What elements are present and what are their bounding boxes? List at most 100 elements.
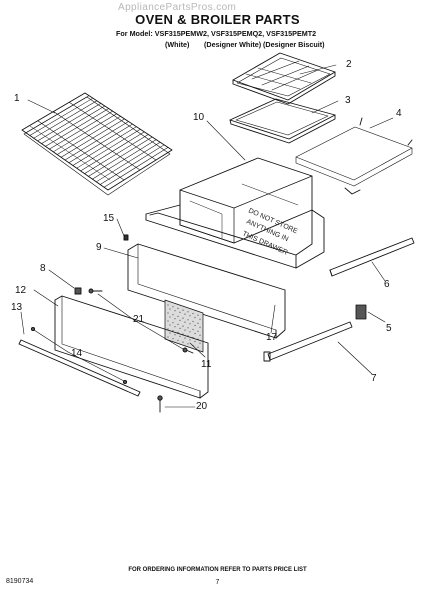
drawer-glide — [355, 304, 367, 320]
model-list: For Model: VSF315PEMW2, VSF315PEMQ2, VSF… — [116, 29, 317, 38]
callout-8: 8 — [40, 263, 46, 274]
insulation-dot — [174, 334, 176, 336]
callout-3: 3 — [345, 95, 351, 106]
insulation-dot — [177, 315, 179, 317]
insulation-dot — [189, 315, 191, 317]
insulation-dot — [189, 339, 191, 341]
insulation-dot — [174, 310, 176, 312]
page-title: OVEN & BROILER PARTS — [135, 12, 300, 27]
rack-crossbar — [53, 111, 141, 171]
insulation-dot — [179, 311, 181, 313]
insulation-dot — [167, 328, 169, 330]
insulation-dot — [197, 322, 199, 324]
insulation-dot — [172, 314, 174, 316]
callout-5: 5 — [386, 323, 392, 334]
insulation-dot — [194, 332, 196, 335]
callout-6: 6 — [384, 279, 390, 290]
insulation-dot — [177, 307, 179, 309]
callout-4: 4 — [396, 108, 402, 119]
insulation-dot — [192, 312, 194, 315]
callout-1: 1 — [14, 93, 20, 104]
color-designer-biscuit-label: (Designer Biscuit) — [263, 40, 325, 49]
drawer-front-panel — [127, 243, 286, 339]
callout-21: 21 — [133, 314, 145, 325]
callout-11: 11 — [201, 359, 212, 370]
callout-20: 20 — [196, 401, 208, 412]
insulation-dot — [174, 326, 176, 328]
insulation-dot — [172, 322, 174, 324]
insulation-dot — [192, 320, 194, 323]
insulation-dot — [199, 342, 201, 344]
insulation-dot — [167, 304, 169, 306]
screw-15 — [123, 234, 129, 241]
leader-lines — [20, 64, 394, 408]
insulation-dot — [167, 320, 169, 322]
insulation-dot — [184, 313, 186, 315]
outer-drawer-front — [54, 295, 209, 399]
insulation-dot — [172, 338, 174, 340]
insulation-dot — [187, 327, 189, 329]
callout-10: 10 — [193, 112, 205, 123]
insulation-dot — [199, 326, 201, 328]
callout-7: 7 — [371, 373, 377, 384]
broiler-drawer-body: DO NOT STORE ANYTHING IN THIS DRAWER — [145, 157, 325, 269]
callout-2: 2 — [346, 59, 352, 70]
insulation-dot — [182, 309, 184, 311]
insulation-dot — [179, 335, 181, 337]
insulation-dot — [187, 343, 189, 345]
insulation-dot — [177, 331, 179, 333]
drawer-slide-lower — [263, 321, 353, 362]
rack-support — [295, 117, 413, 195]
callout-14: 14 — [71, 348, 83, 359]
broiler-pan-grid — [232, 52, 336, 105]
screw-20 — [157, 395, 163, 413]
insulation-dot — [197, 314, 199, 316]
insulation-dot — [197, 346, 199, 348]
insulation-dot — [169, 324, 171, 326]
insulation-dot — [172, 330, 174, 332]
insulation-dot — [177, 339, 179, 341]
insulation-dot — [187, 319, 189, 321]
callout-9: 9 — [96, 242, 102, 253]
rack-crossbar — [68, 101, 157, 161]
insulation-dot — [192, 328, 194, 331]
insulation-dot — [172, 306, 174, 308]
callout-15: 15 — [103, 213, 115, 224]
insulation-dot — [177, 323, 179, 325]
screw-8 — [74, 287, 82, 295]
screws — [30, 234, 194, 413]
page-number: 7 — [215, 579, 220, 586]
drawer-bottom-trim — [18, 339, 141, 397]
insulation-dot — [187, 311, 189, 313]
insulation-dot — [167, 312, 169, 314]
color-designer-white-label: (Designer White) — [204, 40, 262, 49]
exploded-parts-diagram: DO NOT STORE ANYTHING IN THIS DRAWER — [18, 52, 415, 413]
screw-21a — [88, 288, 103, 294]
insulation-dot — [184, 329, 186, 331]
insulation-dot — [194, 324, 196, 327]
insulation-dot — [182, 325, 184, 327]
rack-crossbar — [37, 120, 125, 181]
ordering-info: FOR ORDERING INFORMATION REFER TO PARTS … — [128, 567, 307, 573]
insulation-dot — [189, 323, 191, 325]
insulation-dot — [174, 318, 176, 320]
callout-17: 17 — [266, 332, 278, 343]
insulation-dot — [194, 340, 196, 343]
oven-rack — [21, 92, 173, 196]
insulation-dot — [197, 330, 199, 332]
insulation-dot — [179, 319, 181, 321]
callout-12: 12 — [15, 285, 27, 296]
drawer-insulation — [164, 299, 204, 353]
insulation-dot — [189, 331, 191, 333]
insulation-dot — [182, 341, 184, 343]
site-watermark: AppliancePartsPros.com — [118, 2, 237, 13]
drawer-slide-upper — [329, 237, 415, 277]
broiler-pan — [229, 98, 336, 144]
screw-21b — [182, 347, 194, 354]
insulation-dot — [167, 336, 169, 338]
callout-13: 13 — [11, 302, 23, 313]
document-number: 8190734 — [6, 578, 34, 585]
insulation-dot — [169, 316, 171, 318]
insulation-dot — [184, 337, 186, 339]
